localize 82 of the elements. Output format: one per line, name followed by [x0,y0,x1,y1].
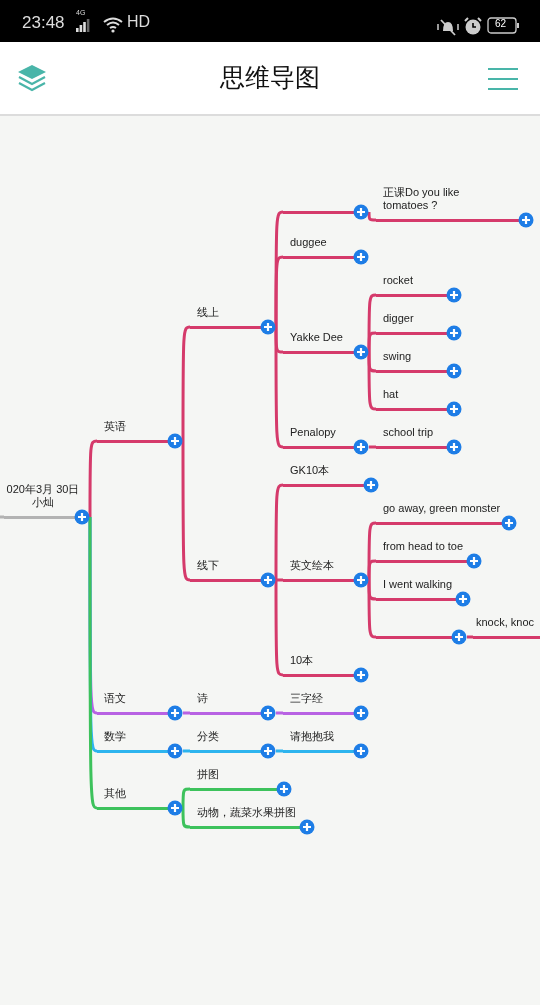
topic-label: 诗 [197,692,208,705]
branch-connector [276,711,283,715]
topic-node [190,768,292,797]
topic-label: hat [383,388,399,401]
branch-connector [88,439,98,517]
topic-label: 10本 [290,654,314,667]
topic-node [283,730,369,759]
topic-label: GK10本 [290,464,330,477]
branch-connector [367,559,377,580]
topic-node [283,654,369,683]
topic-label: duggee [290,236,327,249]
topic-node [190,692,276,721]
clock-time: 23:48 [22,14,65,31]
branch-connector [274,255,284,327]
topic-node [190,306,276,335]
branch-connector [181,441,191,582]
topic-node [97,420,183,449]
branch-connector [88,517,98,810]
branch-connector [181,808,191,829]
topic-node [376,426,462,455]
topic-label: 英语 [104,420,126,433]
branch-connector [367,331,377,352]
signal-quality: HD [127,14,151,30]
topic-node [376,502,517,531]
topic-label: 请抱抱我 [290,730,334,743]
branch-connector [276,749,283,753]
branch-connector [274,327,284,449]
topic-node [97,730,183,759]
topic-label: Yakke Dee [290,331,343,344]
topic-label: 其他 [104,787,126,800]
topic-label: 数学 [104,730,126,743]
topic-label: 正课Do you like tomatoes ? [383,186,461,212]
branch-connector [369,445,376,449]
page-title: 思维导图 [219,62,321,94]
branch-connector [0,515,4,519]
topic-label: from head to toe [383,540,464,553]
topic-label: swing [383,350,412,363]
topic-node [283,692,369,721]
topic-node [376,312,462,341]
branch-connector [181,787,191,808]
topic-label: knock, knoc [476,616,535,629]
topic-label: digger [383,312,414,325]
topic-node [376,578,471,607]
topic-node [97,787,183,816]
topic-node [283,236,369,265]
branch-connector [367,212,376,222]
topic-label: 英文绘本 [290,559,334,572]
topic-label: 动物，蔬菜水果拼图 [197,806,296,819]
topic-node [4,483,90,525]
topic-node [283,426,369,455]
branch-connector [274,580,284,677]
branch-connector [183,749,190,753]
topic-label: rocket [383,274,413,287]
topic-label: 语文 [104,692,126,705]
topic-node [283,559,369,588]
branch-connector [467,635,473,639]
topic-label: I went walking [383,578,453,591]
battery-level: 62 [495,19,507,29]
branch-connector [183,711,190,715]
topic-node [283,464,379,493]
topic-label: 三字经 [290,692,323,705]
topic-label: 拼图 [197,768,219,781]
topic-label: school trip [383,426,434,439]
topic-node [190,559,276,588]
branch-connector [181,325,191,441]
topic-node [376,350,462,379]
topic-node [376,540,482,569]
topic-node [190,730,276,759]
topic-label: 线上 [197,306,219,319]
topic-node [97,692,183,721]
topic-label: 020年3月 30日 [5,483,81,496]
branch-connector [274,483,284,580]
topic-node [376,388,462,417]
topic-label: 小灿 [31,496,55,509]
topic-label: Penalopy [290,426,336,439]
topic-node [190,806,315,835]
topic-label: go away, green monster [383,502,501,515]
topic-label: 分类 [197,730,219,743]
topic-node [376,274,462,303]
topic-node [376,186,534,228]
topic-node [283,331,369,360]
topic-label: 线下 [197,559,219,572]
